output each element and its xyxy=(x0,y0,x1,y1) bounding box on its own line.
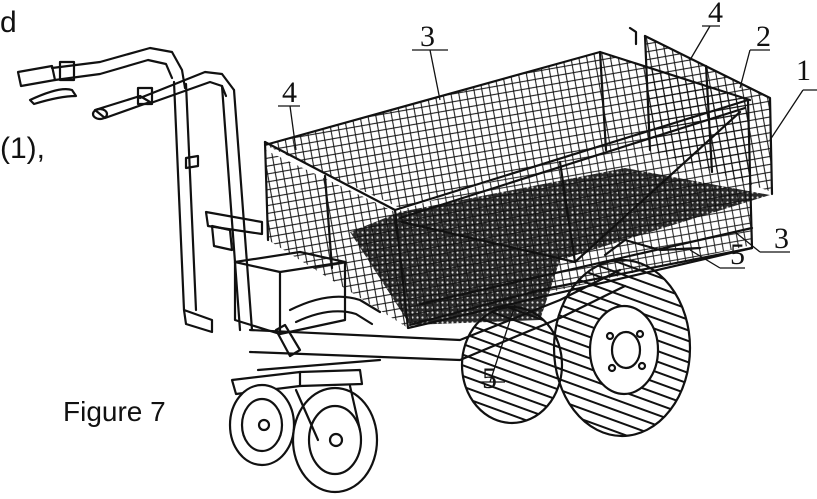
callout-1: 1 xyxy=(796,54,811,87)
figure-caption: Figure 7 xyxy=(63,396,166,427)
callout-5-right: 5 xyxy=(730,238,745,271)
callout-3-top: 3 xyxy=(420,20,435,53)
cropped-text-top: d xyxy=(0,6,17,39)
callout-4-right: 4 xyxy=(708,0,723,29)
cropped-text-middle: (1), xyxy=(0,132,45,165)
rear-wheels xyxy=(460,258,692,438)
callout-2: 2 xyxy=(756,20,771,53)
callout-leaders xyxy=(278,25,817,383)
callout-5-bottom: 5 xyxy=(482,362,497,395)
handlebar xyxy=(16,46,264,334)
front-caster-wheels xyxy=(228,368,379,494)
cargo-bed xyxy=(263,26,774,330)
callout-labels: 1 2 3 3 4 4 5 5 xyxy=(282,0,811,395)
callout-4-left: 4 xyxy=(282,76,297,109)
callout-3-right: 3 xyxy=(774,222,789,255)
